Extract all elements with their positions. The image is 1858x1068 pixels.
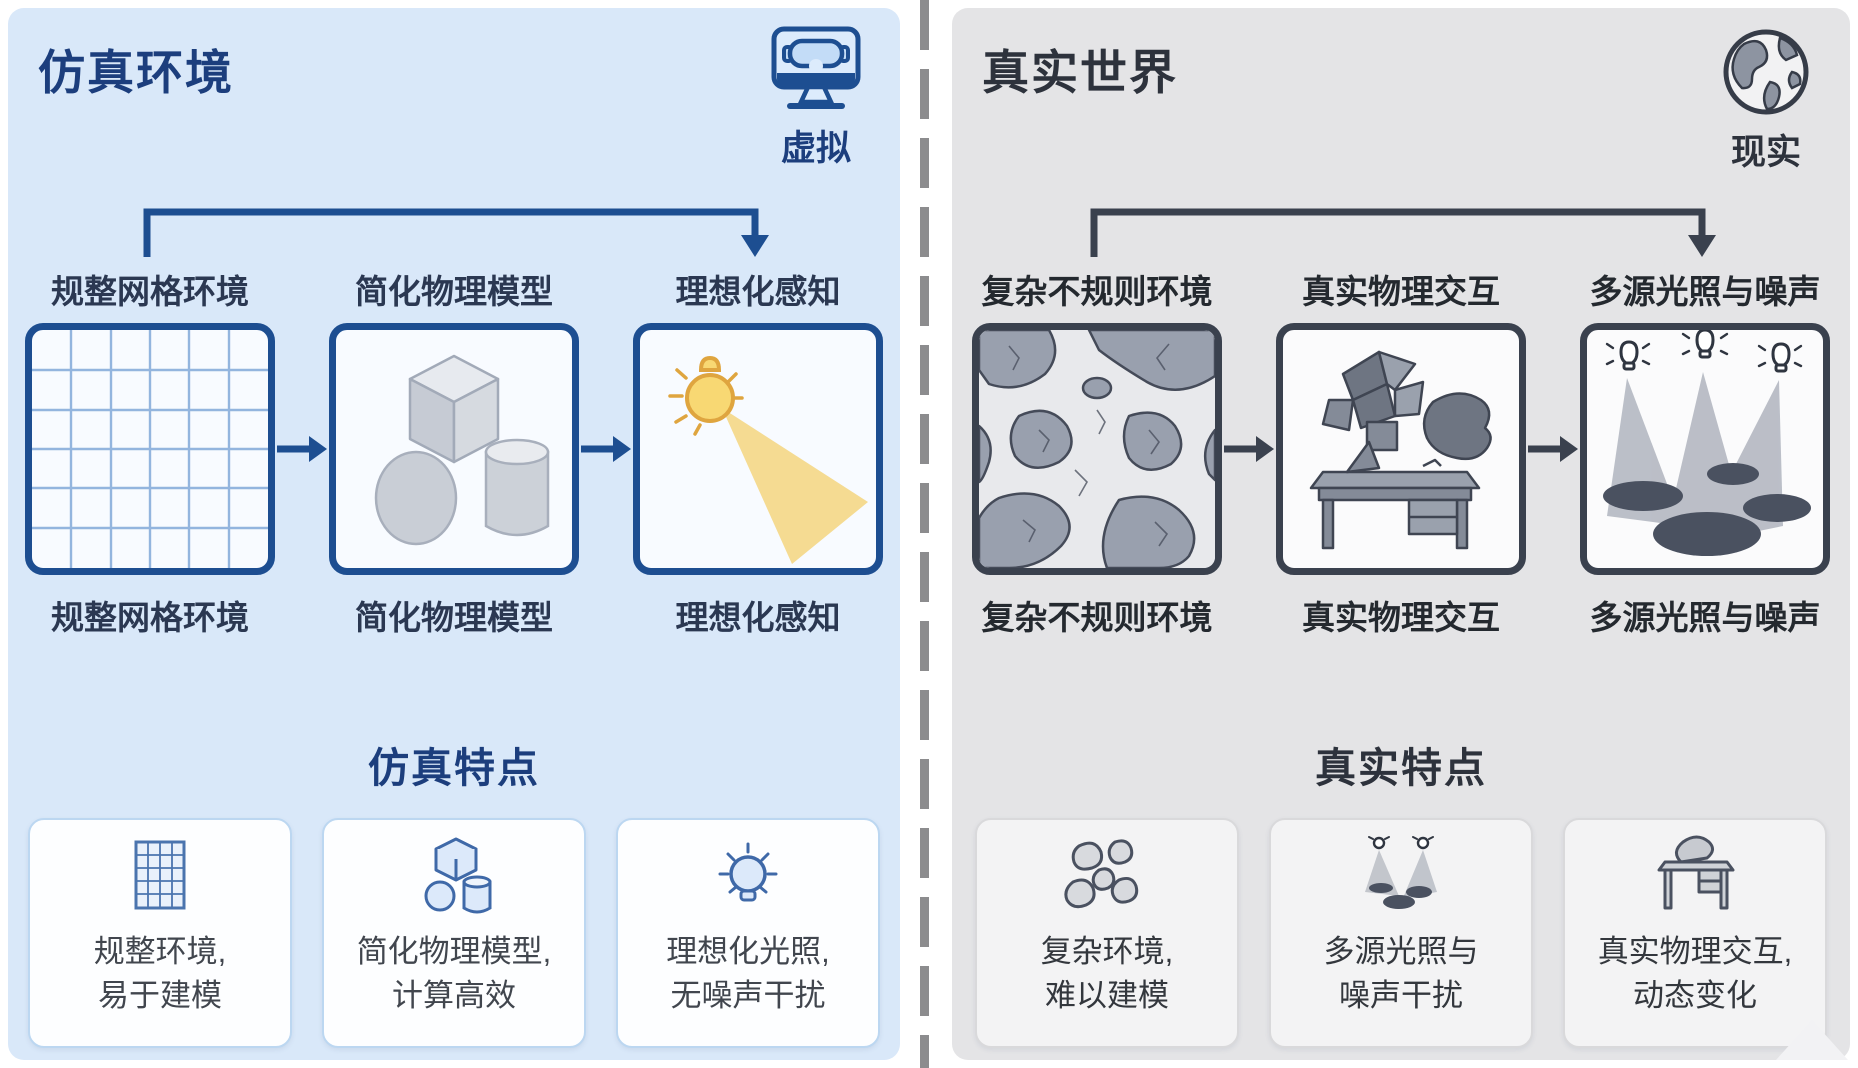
flow-arrow-icon	[275, 429, 329, 469]
feature-card: 规整环境, 易于建模	[28, 818, 292, 1048]
panel-divider	[920, 0, 929, 1068]
flow-arrow-icon	[1526, 429, 1580, 469]
primitive-shapes-box	[329, 323, 579, 575]
simulation-corner-badge: 虚拟	[746, 24, 886, 171]
simulation-panel-title: 仿真环境	[38, 46, 234, 99]
flow-label: 真实物理交互	[1302, 273, 1500, 310]
feature-card-text: 简化物理模型, 计算高效	[356, 934, 552, 1014]
mini-desk-icon	[1657, 835, 1735, 910]
feature-card-text: 规整环境, 易于建模	[93, 934, 227, 1014]
globe-icon	[1723, 29, 1809, 115]
flow-label: 简化物理模型	[355, 599, 553, 636]
flow-label: 多源光照与噪声	[1589, 273, 1821, 310]
flow-label: 真实物理交互	[1302, 599, 1500, 636]
flow-arrow-icon	[1222, 429, 1276, 469]
flow-label: 复杂不规则环境	[981, 599, 1213, 636]
simulation-features-title: 仿真特点	[368, 745, 540, 791]
feature-card-text: 多源光照与 噪声干扰	[1323, 934, 1479, 1014]
feature-card-text: 真实物理交互, 动态变化	[1597, 934, 1793, 1014]
mini-spotlights-icon	[1365, 836, 1437, 909]
skip-arrow	[143, 208, 769, 257]
flow-label: 规整网格环境	[51, 273, 249, 310]
feature-card-text: 复杂环境, 难以建模	[1040, 934, 1174, 1014]
flow-top-labels: 规整网格环境 简化物理模型 理想化感知	[8, 265, 900, 313]
simulation-features: 仿真特点 规整环境, 易于建模	[8, 734, 900, 1048]
flow-arrow-icon	[579, 429, 633, 469]
real-world-corner-badge: 现实	[1696, 24, 1836, 175]
feature-card: 复杂环境, 难以建模	[975, 818, 1239, 1048]
corner-watermark-triangle	[1776, 1020, 1848, 1060]
real-world-panel: 真实世界 现实 复杂不规则环境 真实物理交互 多源光照与噪声	[952, 8, 1850, 1060]
flow-label: 理想化感知	[675, 273, 841, 310]
simulation-flow: 规整网格环境 简化物理模型 理想化感知	[8, 205, 900, 639]
flow-label: 理想化感知	[675, 599, 841, 636]
feature-card: 真实物理交互, 动态变化	[1563, 818, 1827, 1048]
flow-label: 复杂不规则环境	[981, 273, 1213, 310]
flow-top-labels: 复杂不规则环境 真实物理交互 多源光照与噪声	[952, 265, 1850, 313]
feature-card: 简化物理模型, 计算高效	[322, 818, 586, 1048]
flow-boxes	[8, 323, 900, 575]
ideal-light-box	[633, 323, 883, 575]
mini-grid-icon	[134, 840, 186, 910]
flow-label: 多源光照与噪声	[1589, 599, 1821, 636]
ideal-light-icon	[668, 355, 868, 564]
irregular-terrain-icon	[979, 330, 1215, 568]
real-world-features: 真实特点 复杂环境, 难以建模	[952, 734, 1850, 1048]
flow-bottom-labels: 规整网格环境 简化物理模型 理想化感知	[8, 591, 900, 639]
primitive-shapes-icon	[374, 354, 550, 546]
vr-monitor-icon	[771, 26, 861, 109]
real-world-features-title: 真实特点	[1315, 745, 1487, 791]
skip-arrow	[1090, 208, 1716, 257]
multi-light-noise-icon	[1603, 330, 1811, 556]
mini-bulb-icon	[718, 842, 778, 902]
grid-environment-box	[25, 323, 275, 575]
real-world-panel-title: 真实世界	[982, 46, 1178, 99]
flow-bottom-labels: 复杂不规则环境 真实物理交互 多源光照与噪声	[952, 591, 1850, 639]
feature-card: 多源光照与 噪声干扰	[1269, 818, 1533, 1048]
mini-rocks-icon	[1064, 839, 1139, 909]
feature-card: 理想化光照, 无噪声干扰	[616, 818, 880, 1048]
real-interaction-icon	[1309, 350, 1492, 550]
mini-shapes-icon	[424, 837, 492, 914]
multi-light-noise-box	[1580, 323, 1830, 575]
simulation-corner-label: 虚拟	[780, 129, 851, 168]
irregular-terrain-box	[972, 323, 1222, 575]
grid-environment-icon	[32, 330, 268, 568]
real-world-corner-label: 现实	[1730, 133, 1801, 172]
real-world-flow: 复杂不规则环境 真实物理交互 多源光照与噪声	[952, 205, 1850, 639]
flow-label: 简化物理模型	[355, 273, 553, 310]
flow-label: 规整网格环境	[51, 599, 249, 636]
real-interaction-box	[1276, 323, 1526, 575]
simulation-panel: 仿真环境 虚拟 规整网格环境 简化物理模型 理想化感知	[8, 8, 900, 1060]
feature-card-text: 理想化光照, 无噪声干扰	[666, 934, 830, 1014]
flow-boxes	[952, 323, 1850, 575]
